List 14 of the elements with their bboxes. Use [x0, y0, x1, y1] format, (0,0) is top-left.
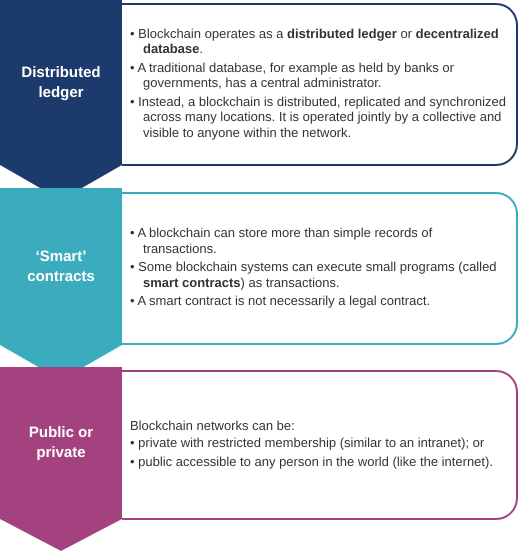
- section-heading: ‘Smart’ contracts: [26, 246, 96, 286]
- bullet-text: • A blockchain can store more than simple records of transactions.: [130, 225, 434, 256]
- bullet-text: • Instead, a blockchain is distributed, replicated and synchronized across many locations. It is operated jointly by a collective and visible to anyone within the network.: [130, 94, 506, 140]
- bullet-text: • Some blockchain systems can execute small programs (called smart contracts) as transactions.: [130, 259, 498, 290]
- bullet-text: • Blockchain operates as a distributed ledger or decentralized database.: [130, 26, 500, 57]
- bullet-text: • private with restricted membership (similar to an intranet); or: [130, 435, 486, 451]
- text-panel: [122, 192, 518, 345]
- bullet-text: • A traditional database, for example as held by banks or governments, has a central administrator.: [130, 60, 455, 91]
- text-panel: [122, 370, 518, 520]
- bullet-text: • A smart contract is not necessarily a legal contract.: [130, 293, 432, 309]
- text-panel: [122, 3, 518, 166]
- section-heading: Public or private: [28, 423, 94, 463]
- intro-text: Blockchain networks can be:: [130, 418, 296, 434]
- bullet-text: • public accessible to any person in the world (like the internet).: [130, 454, 494, 470]
